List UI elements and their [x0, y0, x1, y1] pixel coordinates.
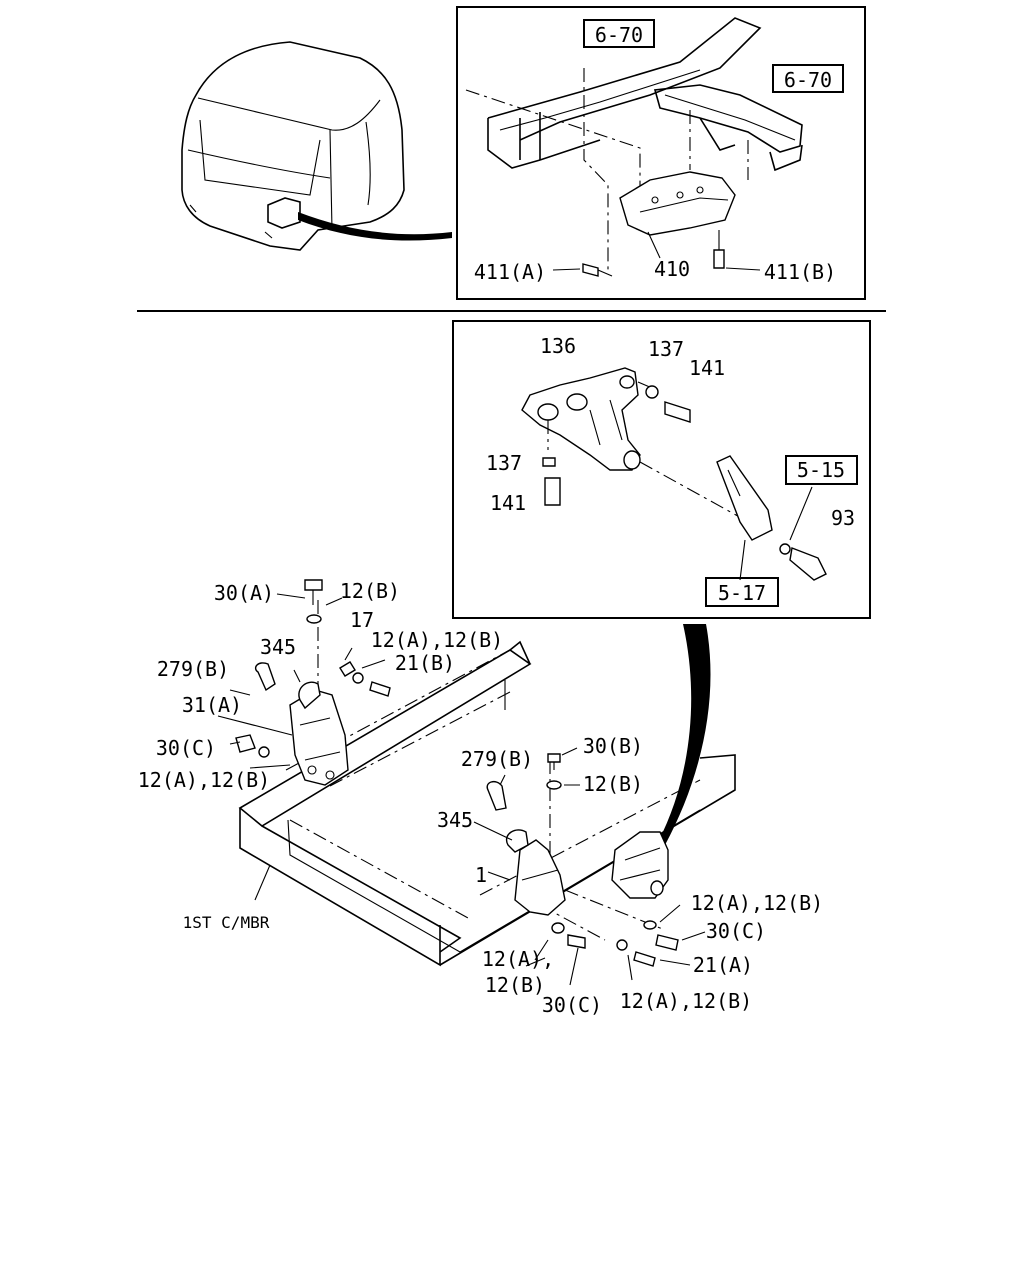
label-30b: 30(B) [583, 734, 643, 758]
label-30c-c: 30(C) [542, 993, 602, 1017]
label-137-top: 137 [648, 337, 684, 361]
label-136: 136 [540, 334, 576, 358]
ref-5-15: 5-15 [797, 458, 845, 482]
label-12ab-e: 12(A),12(B) [620, 989, 752, 1013]
label-12b-a: 12(B) [340, 579, 400, 603]
ref-box-5-17 [705, 577, 779, 607]
label-1st-cmbr: 1ST C/MBR [183, 913, 270, 932]
label-12b-b: 12(B) [583, 772, 643, 796]
label-279b-b: 279(B) [461, 747, 533, 771]
truck-cab-illustration [181, 41, 452, 251]
ref-5-17: 5-17 [718, 581, 766, 605]
label-30c-a: 30(C) [156, 736, 216, 760]
ref-box-6-70-left [583, 19, 655, 48]
label-345-a: 345 [260, 635, 296, 659]
label-12ab-b: 12(A),12(B) [138, 768, 270, 792]
top-inset-frame [456, 6, 866, 300]
label-410: 410 [654, 257, 690, 281]
ref-box-6-70-right [772, 64, 844, 93]
middle-inset: 5-15 5-17 136 137 141 137 141 93 [452, 320, 871, 619]
label-411a: 411(A) [474, 260, 546, 284]
label-12ab-c: 12(A),12(B) [691, 891, 823, 915]
label-12b-d: 12(B) [485, 973, 545, 997]
label-21a: 21(A) [693, 953, 753, 977]
label-21b: 21(B) [395, 651, 455, 675]
label-1: 1 [475, 863, 487, 887]
label-279b-a: 279(B) [157, 657, 229, 681]
label-30c-b: 30(C) [706, 919, 766, 943]
ref-6-70-left: 6-70 [595, 23, 643, 47]
top-inset: 6-70 6-70 411(A) 410 411(B) [456, 6, 866, 300]
ref-box-5-15 [785, 455, 858, 485]
label-12a-d: 12(A), [482, 947, 554, 971]
label-411b: 411(B) [764, 260, 836, 284]
middle-inset-frame [452, 320, 871, 619]
label-345-b: 345 [437, 808, 473, 832]
label-17: 17 [350, 608, 374, 632]
label-141-left: 141 [490, 491, 526, 515]
link-arrow [658, 624, 711, 845]
label-31a: 31(A) [182, 693, 242, 717]
main-assembly: 30(A) 12(B) 17 12(A),12(B) 345 279(B) 21… [138, 579, 823, 1017]
label-30a: 30(A) [214, 581, 274, 605]
ref-6-70-right: 6-70 [784, 68, 832, 92]
label-141-top: 141 [689, 356, 725, 380]
label-137-left: 137 [486, 451, 522, 475]
label-12ab-a: 12(A),12(B) [371, 628, 503, 652]
label-93: 93 [831, 506, 855, 530]
